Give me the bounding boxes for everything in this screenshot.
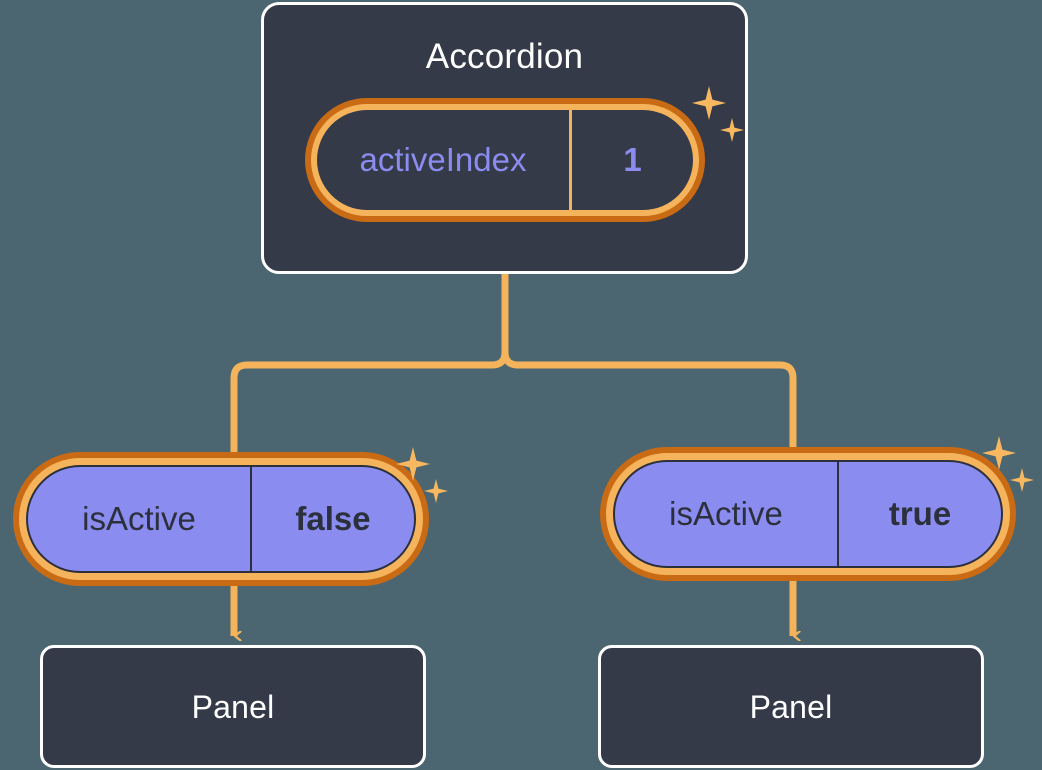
edge-root-to-right-prop <box>501 270 797 462</box>
prop-pill-key: isActive <box>28 467 252 571</box>
panel-right-title: Panel <box>749 688 833 725</box>
prop-pill-body: isActive false <box>26 465 416 573</box>
prop-pill-value: false <box>295 500 371 537</box>
edge-root-to-left-prop <box>230 270 509 466</box>
prop-pill-body: isActive true <box>613 460 1003 568</box>
component-node-panel-left[interactable]: Panel <box>40 645 426 768</box>
accordion-title: Accordion <box>425 37 584 76</box>
prop-pill-key: isActive <box>615 462 839 566</box>
prop-pill-value: true <box>888 495 952 532</box>
state-pill-body: activeIndex 1 <box>317 110 693 210</box>
panel-left-title: Panel <box>191 688 275 725</box>
prop-pill-isactive-true[interactable]: isActive true <box>600 447 1016 581</box>
component-node-panel-right[interactable]: Panel <box>598 645 984 768</box>
sparkle-icon <box>424 479 448 503</box>
state-pill-activeindex[interactable]: activeIndex 1 <box>305 98 705 222</box>
prop-pill-isactive-false[interactable]: isActive false <box>13 452 429 586</box>
state-pill-key: activeIndex <box>317 110 572 210</box>
sparkle-icon <box>1010 468 1034 492</box>
state-pill-value: 1 <box>623 141 642 178</box>
